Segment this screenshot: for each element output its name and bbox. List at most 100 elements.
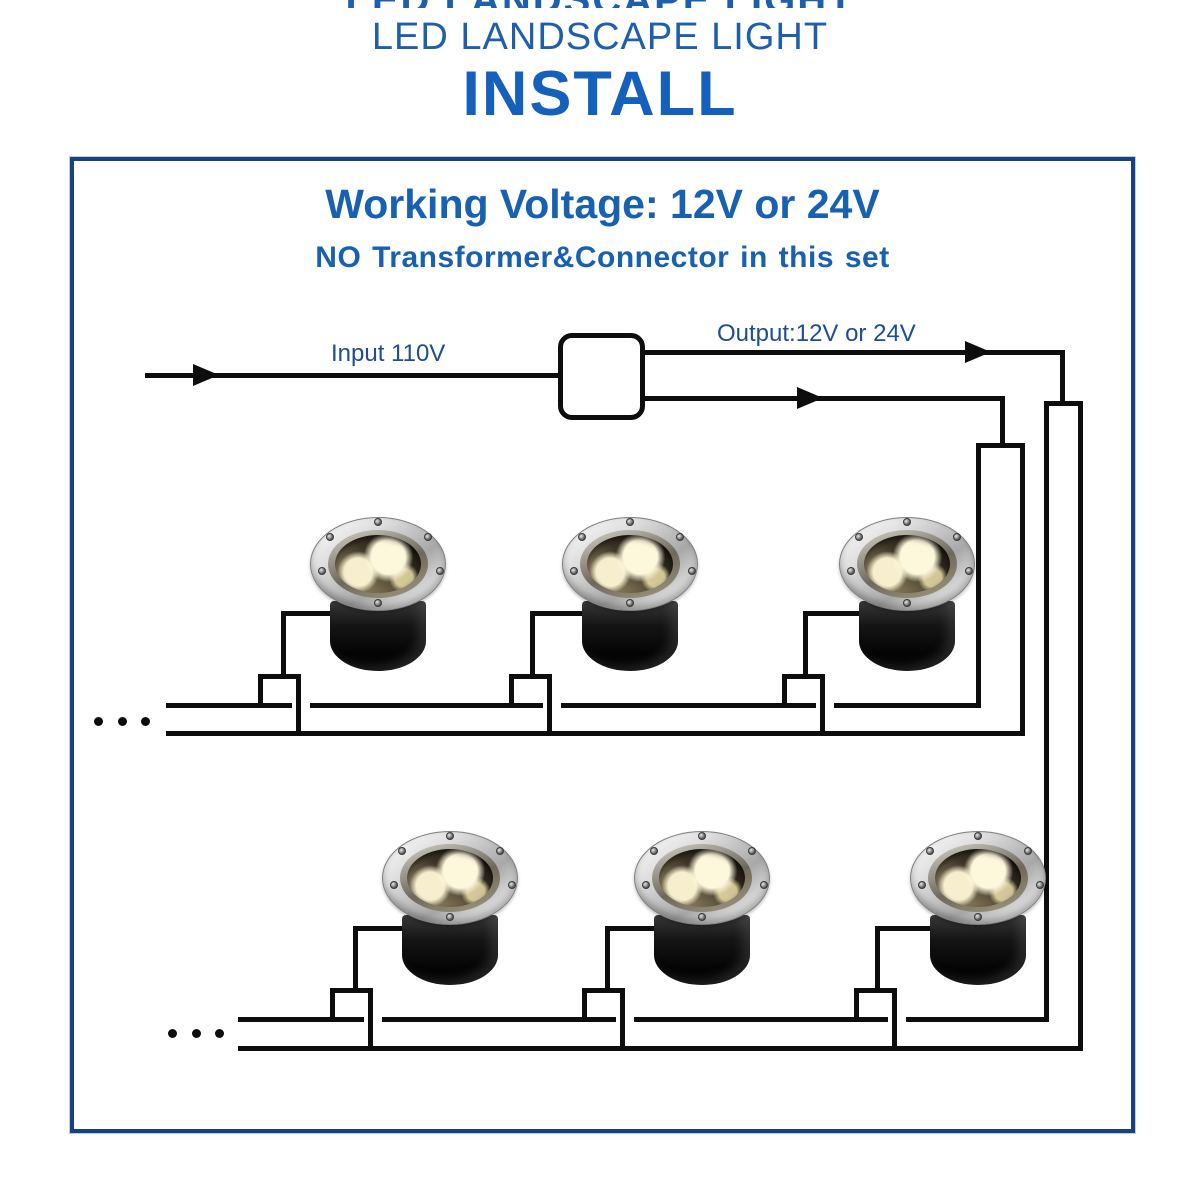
wire-segment xyxy=(803,611,866,616)
continuation-dot xyxy=(118,717,127,726)
wire-segment xyxy=(620,988,625,1051)
bezel-screw xyxy=(974,832,982,840)
wire-segment xyxy=(530,613,535,679)
wire-segment xyxy=(353,928,358,991)
wire-segment xyxy=(238,1046,1083,1051)
wire-segment xyxy=(547,674,552,736)
wire-segment xyxy=(530,611,589,616)
bezel-screw xyxy=(424,533,432,541)
light-body xyxy=(930,915,1026,985)
light-led-glass xyxy=(335,535,421,593)
wire-segment xyxy=(820,674,825,736)
wire-segment xyxy=(238,1017,364,1022)
bezel-screw xyxy=(698,913,706,921)
wire-segment xyxy=(645,350,1065,355)
bezel-screw xyxy=(446,832,454,840)
wire-segment xyxy=(166,731,1025,736)
bezel-screw xyxy=(570,567,578,575)
wire-segment xyxy=(782,674,787,708)
input-arrow-icon xyxy=(193,364,219,386)
wire-segment xyxy=(296,674,301,736)
bezel-screw xyxy=(688,567,696,575)
continuation-dot xyxy=(141,717,150,726)
wire-segment xyxy=(1044,401,1083,406)
bezel-screw xyxy=(965,567,973,575)
bezel-screw xyxy=(650,847,658,855)
bezel-screw xyxy=(903,599,911,607)
bezel-screw xyxy=(903,518,911,526)
bezel-screw xyxy=(508,881,516,889)
light-body xyxy=(654,915,750,985)
output-arrow-icon xyxy=(797,387,823,409)
wire-segment xyxy=(258,674,301,679)
bezel-screw xyxy=(953,533,961,541)
light-body xyxy=(582,601,678,671)
wire-segment xyxy=(834,703,981,708)
bezel-screw xyxy=(1036,881,1044,889)
wire-segment xyxy=(330,988,335,1022)
continuation-dot xyxy=(94,717,103,726)
wire-segment xyxy=(582,988,625,993)
wire-segment xyxy=(1044,401,1049,1022)
bezel-screw xyxy=(918,881,926,889)
wire-segment xyxy=(310,703,543,708)
light-led-glass xyxy=(407,849,493,907)
transformer-box-icon xyxy=(558,333,645,420)
bezel-screw xyxy=(642,881,650,889)
bezel-screw xyxy=(374,599,382,607)
wire-segment xyxy=(892,988,897,1051)
wire-segment xyxy=(166,703,292,708)
wire-segment xyxy=(281,611,337,616)
bezel-screw xyxy=(698,832,706,840)
wire-segment xyxy=(561,703,816,708)
bezel-screw xyxy=(1024,847,1032,855)
continuation-dot xyxy=(168,1029,177,1038)
bezel-screw xyxy=(578,533,586,541)
bezel-screw xyxy=(626,599,634,607)
wire-segment xyxy=(509,674,514,708)
panel-note: NO Transformer&Connector in this set xyxy=(315,241,890,274)
wire-segment xyxy=(976,443,1025,448)
bezel-screw xyxy=(748,847,756,855)
wire-segment xyxy=(258,674,263,708)
led-inground-light-icon xyxy=(898,831,1058,991)
wire-segment xyxy=(281,613,286,679)
led-inground-light-icon xyxy=(370,831,530,991)
bezel-screw xyxy=(398,847,406,855)
wire-segment xyxy=(145,373,558,378)
bezel-screw xyxy=(436,567,444,575)
wire-segment xyxy=(1078,401,1083,1051)
bezel-screw xyxy=(446,913,454,921)
light-body xyxy=(859,601,955,671)
wire-segment xyxy=(1060,350,1065,405)
led-inground-light-icon xyxy=(298,517,458,677)
output-voltage-label: Output:12V or 24V xyxy=(717,320,916,347)
wire-segment xyxy=(382,1017,616,1022)
continuation-dot xyxy=(192,1029,201,1038)
wire-segment xyxy=(906,1017,1049,1022)
page-subtitle: LED LANDSCAPE LIGHT xyxy=(371,16,829,58)
bezel-screw xyxy=(855,533,863,541)
bezel-screw xyxy=(326,533,334,541)
bezel-screw xyxy=(390,881,398,889)
wire-segment xyxy=(1020,443,1025,736)
output-arrow-icon xyxy=(965,341,991,363)
led-inground-light-icon xyxy=(622,831,782,991)
bezel-screw xyxy=(318,567,326,575)
wire-segment xyxy=(605,926,663,931)
wire-segment xyxy=(976,443,981,708)
page-title: INSTALL xyxy=(462,59,738,129)
bezel-screw xyxy=(374,518,382,526)
bezel-screw xyxy=(847,567,855,575)
light-body xyxy=(330,601,426,671)
wire-segment xyxy=(353,926,409,931)
light-led-glass xyxy=(659,849,745,907)
panel-heading: Working Voltage: 12V or 24V xyxy=(325,181,880,227)
wire-segment xyxy=(368,988,373,1051)
wire-segment xyxy=(875,928,880,991)
led-inground-light-icon xyxy=(550,517,710,677)
light-led-glass xyxy=(935,849,1021,907)
bezel-screw xyxy=(974,913,982,921)
